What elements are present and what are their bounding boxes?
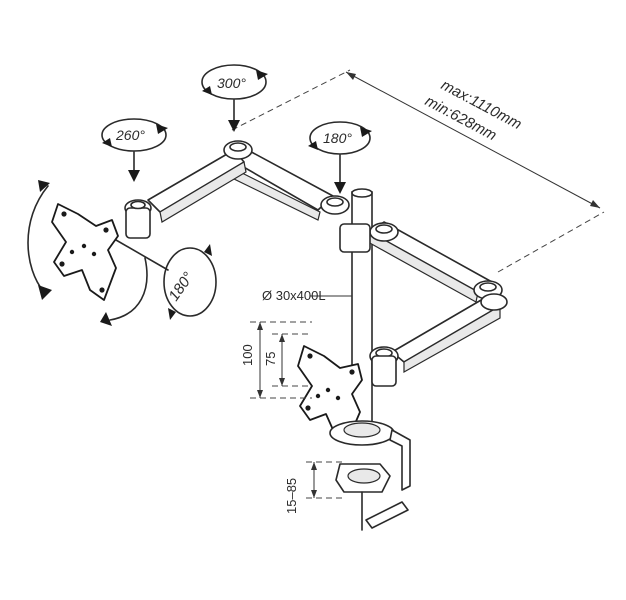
rotation-300-indicator: 300° <box>201 64 268 132</box>
rotation-180-side-indicator: 180° <box>115 239 217 320</box>
rotation-260-label: 260° <box>115 127 145 143</box>
lower-arm <box>369 293 508 387</box>
vesa-75-label: 75 <box>263 352 278 366</box>
tilt-arrows <box>27 180 148 326</box>
vesa-100-label: 100 <box>240 344 255 366</box>
rotation-180-top-label: 180° <box>323 130 352 146</box>
desk-clamp <box>329 420 411 531</box>
rotation-180-side-label: 180° <box>165 269 197 304</box>
rotation-180-top-indicator: 180° <box>308 121 372 194</box>
vesa-dimension: 100 75 <box>240 321 312 399</box>
vesa-plate-left <box>51 203 119 301</box>
upper-arm <box>124 140 503 303</box>
rotation-260-indicator: 260° <box>101 118 168 182</box>
rotation-300-label: 300° <box>217 75 246 91</box>
clamp-range-label: 15–85 <box>284 478 299 514</box>
pole-label: Ø 30x400L <box>262 288 326 303</box>
clamp-dimension: 15–85 <box>284 461 342 514</box>
